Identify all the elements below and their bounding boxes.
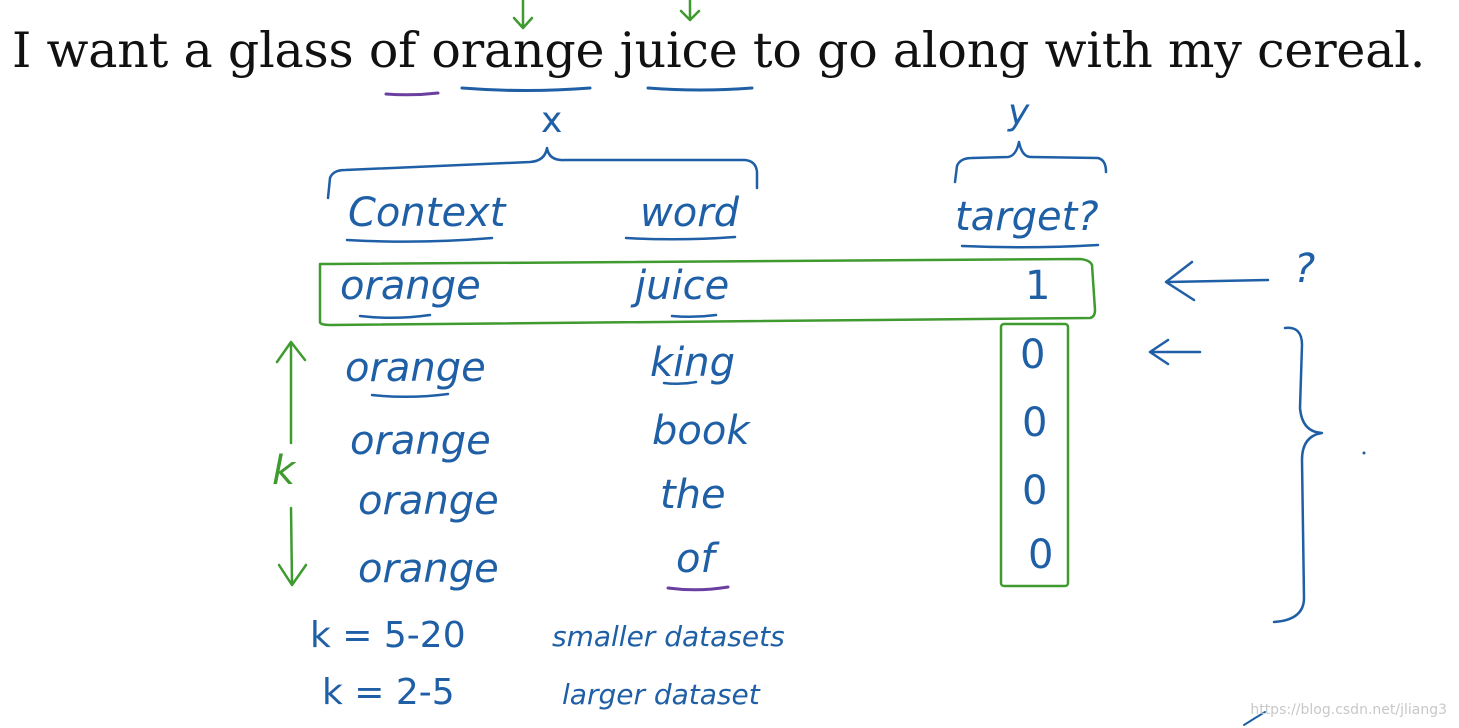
underline-orange [460, 86, 592, 92]
row2-word: king [650, 340, 736, 386]
row5-context: orange [358, 546, 499, 592]
row2-target: 0 [1020, 332, 1046, 378]
y-brace [953, 140, 1108, 184]
underline-word-header [624, 235, 737, 241]
k-down-arrow-icon [277, 506, 308, 587]
k-up-arrow-icon [275, 340, 307, 445]
negative-targets-box [999, 322, 1070, 588]
note2-text: larger dataset [562, 678, 760, 711]
row1-word: juice [635, 263, 730, 309]
k-label: k [272, 448, 296, 494]
underline-target-header [960, 243, 1100, 249]
watermark: https://blog.csdn.net/jliang3 [1250, 702, 1447, 718]
context-header: Context [348, 190, 506, 236]
word-header: word [640, 190, 740, 236]
row5-target: 0 [1028, 532, 1054, 578]
left-arrow-icon [1148, 338, 1202, 366]
row5-word: of [676, 536, 715, 582]
row2-context: orange [345, 345, 486, 391]
dot-mark [1362, 451, 1366, 455]
underline-context-header [345, 236, 494, 243]
question-mark: ? [1294, 246, 1316, 292]
example-sentence: I want a glass of orange juice to go alo… [12, 22, 1426, 79]
target-header: target? [955, 194, 1099, 240]
negatives-brace [1272, 326, 1324, 624]
underline-of [384, 91, 440, 97]
corner-stroke [1243, 711, 1266, 726]
note1-text: smaller datasets [552, 620, 785, 653]
row3-target: 0 [1022, 400, 1048, 446]
underline-row2-context [370, 392, 450, 399]
left-arrow-icon [1164, 260, 1270, 302]
row4-context: orange [358, 478, 499, 524]
row1-target: 1 [1025, 263, 1051, 309]
row3-word: book [652, 408, 750, 454]
row4-word: the [660, 472, 726, 518]
positive-example-box [318, 257, 1097, 327]
underline-row5-word [666, 585, 730, 592]
down-arrow-icon [679, 0, 701, 22]
underline-row1-context [358, 313, 432, 320]
underline-juice [646, 86, 754, 92]
x-brace [326, 146, 759, 200]
row4-target: 0 [1022, 468, 1048, 514]
row3-context: orange [350, 418, 491, 464]
row1-context: orange [340, 263, 481, 309]
y-label: y [1008, 92, 1030, 133]
note2-k: k = 2-5 [322, 672, 455, 713]
underline-row2-word [662, 380, 698, 386]
x-label: x [541, 100, 563, 141]
underline-row1-word [670, 313, 718, 319]
note1-k: k = 5-20 [310, 615, 466, 656]
down-arrow-icon [512, 0, 534, 30]
